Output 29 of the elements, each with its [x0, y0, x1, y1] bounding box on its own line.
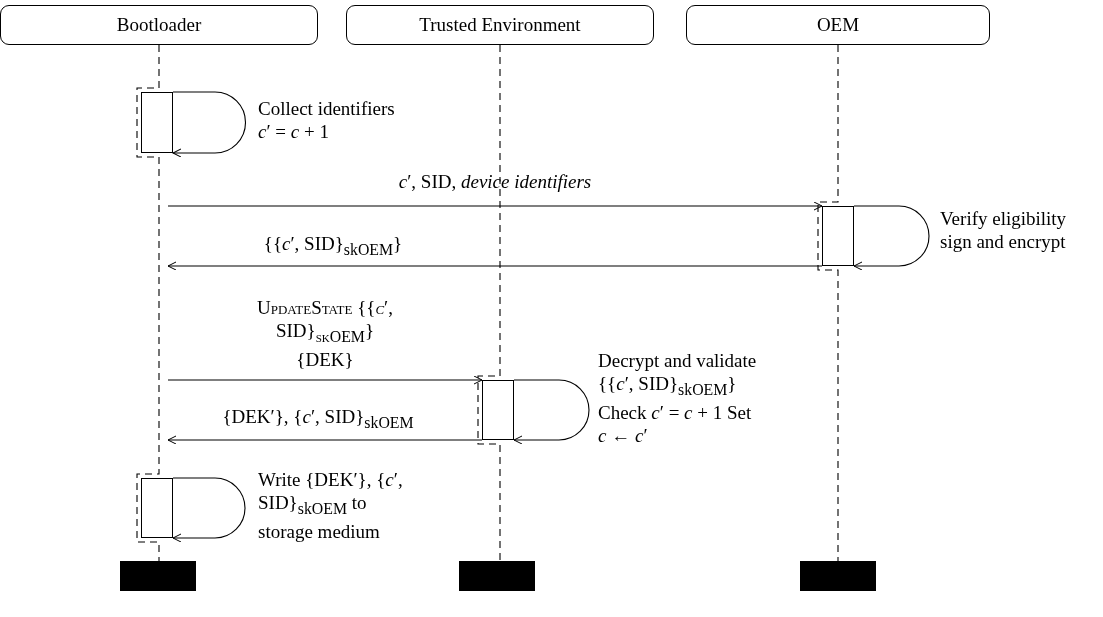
self-message-arrow	[172, 477, 246, 543]
activation-bar	[141, 92, 173, 153]
activation-bar	[141, 478, 173, 538]
message-arrow	[167, 435, 483, 445]
lifeline-end-bar	[120, 561, 196, 591]
message-arrow	[167, 201, 823, 211]
message-arrow	[167, 375, 483, 385]
action-note: Collect identifiers c′ = c + 1	[258, 97, 396, 143]
participant-box: Trusted Environment	[346, 5, 654, 45]
lifeline	[477, 44, 501, 562]
action-note: Write {DEK′}, {c′, SID}$_{skOEM}$ to storage medium	[258, 468, 404, 543]
participant-box: Bootloader	[0, 5, 318, 45]
lifeline-end-bar	[459, 561, 535, 591]
message-label: {DEK′}, {c′, SID}$_{skOEM}$	[221, 405, 415, 433]
activation-bar	[482, 380, 514, 440]
lifeline-end-bar	[800, 561, 876, 591]
activation-bar	[822, 206, 854, 266]
message-label: UpdateState {{c′, SID}$_{skOEM}$} {DEK}	[255, 296, 394, 371]
action-note: Verify eligibility sign and encrypt	[940, 207, 1068, 253]
message-arrow	[167, 261, 823, 271]
message-label: {{c′, SID}$_{skOEM}$}	[262, 232, 404, 260]
message-label: c′, SID, device identifiers	[397, 170, 593, 193]
action-note: Decrypt and validate {{c′, SID}$_{skOEM}$} Check c′ = c + 1 Set c ← c′	[598, 349, 758, 447]
self-message-arrow	[172, 91, 246, 158]
lifeline	[136, 44, 160, 562]
self-message-arrow	[513, 379, 590, 445]
participant-box: OEM	[686, 5, 990, 45]
lifeline	[817, 44, 839, 562]
self-message-arrow	[853, 205, 930, 271]
